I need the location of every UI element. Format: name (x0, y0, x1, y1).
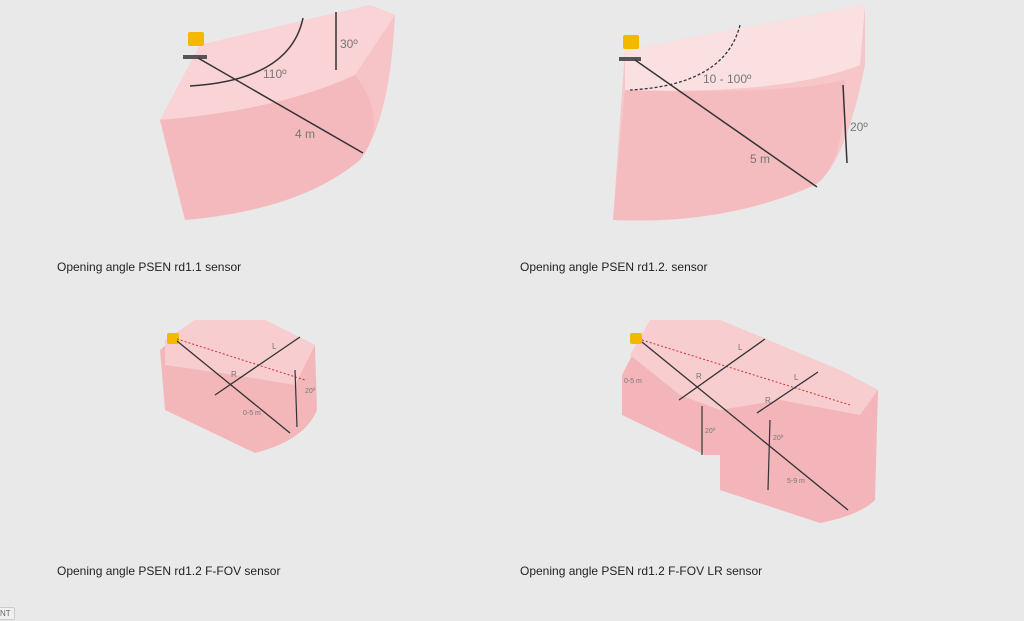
figure-rd1-2: 10 - 100º 20º 5 m (605, 5, 875, 225)
horizontal-angle-label: 110º (263, 67, 287, 81)
caption-rd1-2-ffov: Opening angle PSEN rd1.2 F-FOV sensor (57, 564, 281, 578)
right-label-2: R (765, 396, 771, 405)
range-label: 4 m (295, 127, 315, 141)
range-label: 5 m (750, 152, 770, 166)
left-label: L (272, 342, 277, 351)
horizontal-angle-label: 10 - 100º (703, 72, 752, 86)
vertical-angle-label: 20º (305, 388, 316, 395)
sensor-icon (188, 32, 204, 46)
vertical-angle-label-2: 20º (773, 435, 784, 442)
detection-zone-illustration: 10 - 100º 20º 5 m (613, 5, 868, 221)
figure-rd1-2-ffov: L R 20º 0-5 m (155, 315, 325, 460)
detection-zone-illustration: 110º 30º 4 m (160, 5, 395, 220)
range-label-2: 5-9 m (787, 478, 805, 485)
left-label: L (738, 343, 743, 352)
caption-rd1-1: Opening angle PSEN rd1.1 sensor (57, 260, 242, 274)
detection-zone-illustration: L R L R 20º 20º 0-5 m 5-9 m (622, 320, 878, 523)
caption-rd1-2: Opening angle PSEN rd1.2. sensor (520, 260, 708, 274)
left-label-2: L (794, 373, 799, 382)
sensor-icon (630, 333, 642, 344)
range-label: 0-5 m (243, 410, 261, 417)
corner-badge[interactable]: NT (0, 607, 15, 620)
right-label: R (696, 372, 702, 381)
detection-zone-illustration: L R 20º 0-5 m (160, 320, 317, 453)
caption-rd1-2-ffov-lr: Opening angle PSEN rd1.2 F-FOV LR sensor (520, 564, 763, 578)
vertical-angle-label: 20º (850, 120, 868, 134)
figure-rd1-1: 110º 30º 4 m (150, 0, 410, 230)
vertical-angle-label: 30º (340, 37, 358, 51)
sensor-icon (167, 333, 179, 344)
range-label: 0-5 m (624, 378, 642, 385)
figure-rd1-2-ffov-lr: L R L R 20º 20º 0-5 m 5-9 m (620, 315, 882, 527)
sensor-icon (623, 35, 639, 49)
right-label: R (231, 370, 237, 379)
vertical-angle-label: 20º (705, 428, 716, 435)
